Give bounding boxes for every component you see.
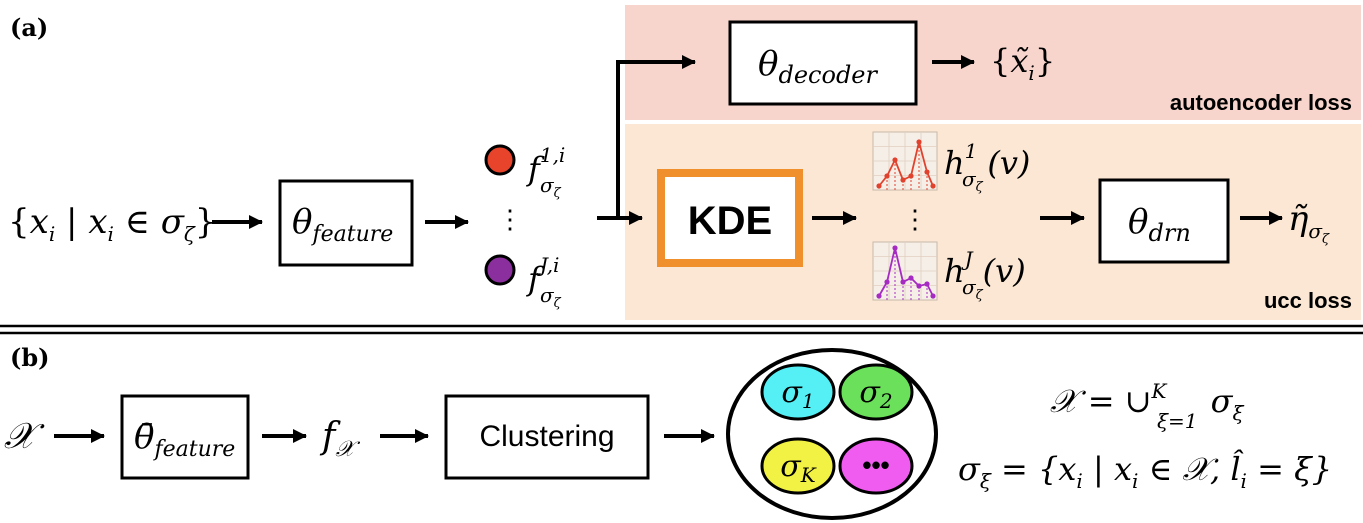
cluster-group: σ1 σ2 σK ••• (760, 363, 914, 495)
cluster-label-1: σ1 (781, 375, 814, 413)
dataset-union-equation: 𝒳 = ∪K σξ (1050, 379, 1244, 425)
histogram-point (916, 283, 922, 289)
ucc-loss-label: ucc loss (1264, 288, 1352, 313)
panel-b-label: (b) (10, 343, 50, 372)
drn-box (1098, 178, 1230, 264)
feature-dot-bottom (484, 254, 516, 286)
histogram-dots: ⋮ (902, 205, 928, 235)
histogram-point (924, 169, 930, 175)
histogram-point (908, 173, 914, 179)
histogram-point (924, 281, 930, 287)
histogram-point (908, 275, 914, 281)
cluster-1 (760, 363, 836, 421)
histogram-curve (878, 141, 934, 187)
histogram-bottom-sub: σζ (962, 275, 984, 303)
histogram-top-icon (872, 131, 938, 191)
decoder-output: {x̃i} (990, 42, 1055, 85)
cluster-3 (760, 437, 836, 495)
kde-label: KDE (688, 199, 772, 243)
cluster-label-3: σK (780, 449, 816, 487)
union-lower-index: ξ=1 (1157, 409, 1198, 433)
cluster-4 (838, 437, 914, 495)
trained-feature-label: θ̄feature (134, 417, 235, 462)
decoder-label: θdecoder (758, 44, 879, 89)
input-set-label: {xi | xi ∈ σζ} (8, 202, 216, 246)
trained-feature-box (120, 394, 250, 480)
cluster-definition-equation: σξ = {xi | xi ∈ 𝒳, l̂i = ξ} (958, 449, 1332, 493)
kde-box (657, 169, 803, 267)
feature-dot-top (484, 144, 516, 176)
histogram-point (892, 245, 898, 251)
clustering-box (444, 394, 650, 480)
panel-a-label: (a) (10, 13, 48, 42)
panel-a: (a) {xi | xi ∈ σζ} θfeature f1,i σζ ⋮ fJ… (8, 5, 1361, 320)
histogram-point (876, 183, 882, 189)
drn-output: η̃σζ (1288, 199, 1330, 247)
histogram-point (916, 139, 922, 145)
histogram-point (900, 279, 906, 285)
clustering-label: Clustering (479, 420, 614, 453)
dataset-symbol: 𝒳 (4, 416, 45, 457)
decoder-box (728, 20, 918, 106)
histogram-point (930, 183, 936, 189)
histogram-point (900, 177, 906, 183)
histogram-point (876, 293, 882, 299)
histogram-bottom-icon (872, 241, 938, 301)
feature-extractor-box (278, 179, 414, 267)
autoencoder-loss-label: autoencoder loss (1170, 90, 1352, 115)
histogram-bottom-label: hJ(v) (944, 247, 1026, 290)
drn-label: θdrn (1128, 202, 1191, 247)
feature-top-sub: σζ (540, 173, 562, 201)
feature-bottom-sub: σζ (540, 283, 562, 311)
cluster-2 (838, 363, 914, 421)
histogram-point (884, 279, 890, 285)
histogram-top-sub: σζ (962, 167, 984, 195)
cluster-label-4: ••• (862, 450, 889, 480)
histogram-point (930, 293, 936, 299)
histogram-point (884, 173, 890, 179)
feature-dots: ⋮ (497, 205, 523, 235)
feature-extractor-label: θfeature (292, 202, 393, 247)
histogram-top-label: h1(v) (944, 139, 1030, 182)
arrow-branch-to-decoder (597, 55, 696, 220)
histogram-point (892, 157, 898, 163)
cluster-label-2: σ2 (859, 375, 892, 413)
feature-top-label: f1,i (526, 143, 565, 188)
embedding-label: f𝒳 (319, 416, 360, 462)
